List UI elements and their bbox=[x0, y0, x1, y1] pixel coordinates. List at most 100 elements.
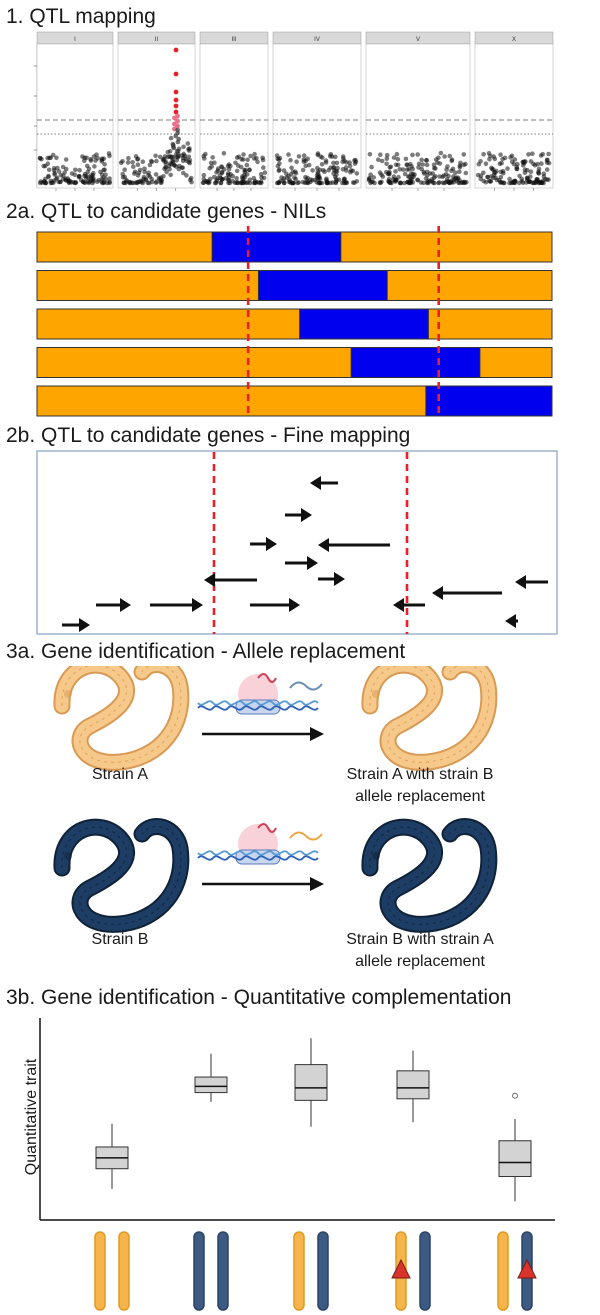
allele-swap-scene-a bbox=[197, 673, 324, 741]
snp-point bbox=[252, 151, 257, 157]
strain-a-label: Strain A bbox=[91, 766, 149, 783]
snp-point bbox=[422, 171, 427, 176]
donor-dna bbox=[289, 831, 323, 841]
snp-point bbox=[187, 160, 192, 166]
snp-point bbox=[212, 160, 217, 165]
gene-arrow bbox=[285, 508, 312, 522]
gene-arrow bbox=[318, 538, 390, 552]
snp-point bbox=[62, 170, 67, 175]
snp-point bbox=[261, 175, 267, 181]
snp-point bbox=[393, 169, 398, 174]
chromosome bbox=[94, 1231, 106, 1311]
nil-diagram bbox=[36, 226, 553, 417]
snp-point bbox=[131, 164, 136, 170]
snp-point bbox=[347, 163, 353, 169]
snp-point bbox=[92, 164, 97, 169]
snp-point bbox=[485, 174, 490, 180]
snp-point bbox=[397, 167, 403, 172]
nil-introgression-segment bbox=[350, 347, 481, 378]
snp-point bbox=[317, 167, 323, 173]
nil-bar bbox=[36, 270, 553, 301]
snp-point bbox=[457, 178, 462, 183]
snp-point bbox=[281, 168, 287, 173]
gene-direction-head bbox=[307, 556, 318, 570]
snp-point bbox=[167, 166, 172, 172]
gene-direction-head bbox=[204, 573, 215, 587]
snp-point bbox=[180, 165, 185, 171]
snp-point bbox=[226, 180, 231, 186]
peak-point bbox=[173, 89, 179, 95]
complementation-boxplot bbox=[39, 1018, 555, 1311]
genotype-icon bbox=[94, 1231, 130, 1311]
snp-point bbox=[454, 178, 459, 183]
snp-point bbox=[536, 166, 542, 172]
snp-point bbox=[101, 167, 106, 173]
snp-point bbox=[315, 151, 321, 156]
snp-point bbox=[387, 171, 392, 176]
snp-point bbox=[546, 151, 551, 157]
snp-point bbox=[181, 144, 186, 150]
snp-point bbox=[140, 180, 146, 186]
mutation-marker bbox=[517, 1258, 537, 1279]
peak-shoulder-point bbox=[173, 133, 179, 139]
snp-point bbox=[453, 170, 458, 175]
snp-point bbox=[316, 175, 322, 180]
snp-point bbox=[88, 157, 93, 162]
snp-point bbox=[310, 168, 315, 173]
snp-point bbox=[333, 154, 338, 160]
snp-point bbox=[247, 177, 253, 183]
snp-point bbox=[463, 170, 469, 176]
snp-point bbox=[142, 169, 147, 175]
snp-point bbox=[405, 162, 410, 168]
snp-point bbox=[72, 172, 78, 177]
snp-point bbox=[235, 180, 240, 185]
nil-introgression-segment bbox=[425, 385, 553, 417]
snp-point bbox=[348, 169, 353, 175]
snp-point bbox=[201, 172, 207, 178]
strain-b-result-line1: Strain B with strain A bbox=[346, 931, 494, 948]
dna-strand bbox=[197, 705, 319, 711]
chromosome bbox=[118, 1231, 130, 1311]
snp-point bbox=[431, 162, 437, 168]
gene-arrow bbox=[515, 575, 548, 589]
snp-point bbox=[76, 174, 82, 180]
snp-point bbox=[449, 158, 455, 164]
snp-point bbox=[528, 169, 534, 174]
snp-point bbox=[289, 165, 294, 171]
snp-point bbox=[388, 164, 394, 170]
boxplot-box bbox=[95, 1123, 129, 1189]
snp-point bbox=[505, 166, 510, 171]
gene-direction-head bbox=[432, 586, 443, 600]
snp-point bbox=[296, 154, 302, 159]
facet-label: IV bbox=[314, 37, 320, 43]
snp-point bbox=[463, 161, 468, 167]
snp-point bbox=[398, 180, 404, 186]
snp-point bbox=[325, 180, 331, 186]
facet-panel bbox=[474, 43, 554, 189]
chromosome bbox=[317, 1231, 329, 1311]
section-title-nils: 2a. QTL to candidate genes - NILs bbox=[6, 200, 327, 223]
y-axis-label: Quantitative trait bbox=[23, 1058, 40, 1176]
genotype-icon bbox=[391, 1231, 431, 1311]
dna-strand-complement bbox=[197, 850, 319, 856]
strain-a-result-line1: Strain A with strain B bbox=[346, 766, 494, 783]
gene-direction-head bbox=[120, 598, 131, 612]
snp-point bbox=[478, 159, 483, 164]
snp-point bbox=[402, 171, 408, 177]
snp-point bbox=[234, 176, 239, 181]
facet-panel bbox=[117, 43, 196, 189]
strain-a-result-line2: allele replacement bbox=[355, 788, 485, 805]
gene-direction-head bbox=[334, 572, 345, 586]
snp-point bbox=[221, 151, 227, 156]
snp-point bbox=[527, 179, 532, 184]
snp-point bbox=[240, 157, 246, 162]
snp-point bbox=[127, 179, 132, 185]
snp-point bbox=[368, 172, 373, 177]
snp-point bbox=[233, 160, 238, 166]
snp-point bbox=[511, 161, 517, 167]
snp-point bbox=[212, 180, 218, 186]
snp-point bbox=[406, 174, 411, 179]
gene-arrow bbox=[310, 476, 338, 490]
snp-point bbox=[306, 162, 312, 168]
peak-point bbox=[173, 109, 179, 115]
